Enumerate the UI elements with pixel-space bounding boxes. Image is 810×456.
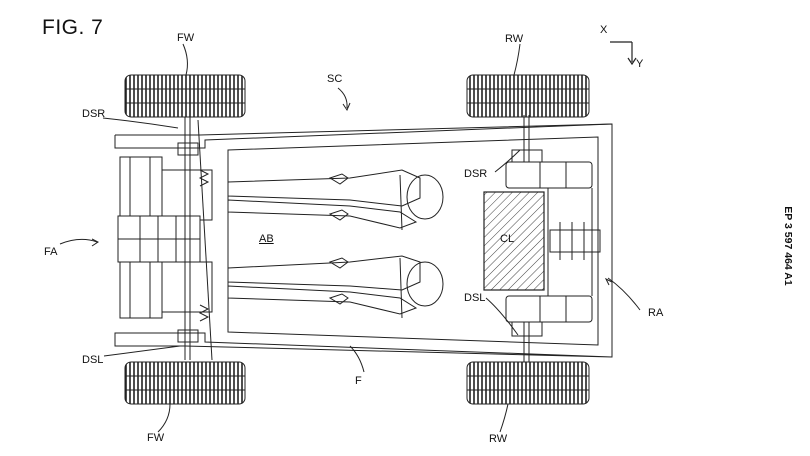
label-fa: FA (44, 246, 58, 258)
label-f: F (355, 375, 362, 387)
label-cl: CL (500, 233, 515, 245)
label-dsl-front: DSL (82, 354, 104, 366)
label-dsr-rear: DSR (464, 168, 488, 180)
cl-component (483, 191, 545, 291)
y-axis-label: Y (636, 58, 644, 70)
label-fw-bottom: FW (147, 432, 165, 444)
figure-title: FIG. 7 (42, 16, 104, 39)
label-dsl-rear: DSL (464, 292, 486, 304)
leader-lines (59, 43, 641, 433)
x-axis-label: X (600, 24, 608, 36)
axis-indicator (610, 41, 637, 66)
occupant-upper (227, 169, 444, 231)
rear-wheel-top (466, 74, 590, 118)
label-rw-top: RW (505, 33, 524, 45)
label-sc: SC (327, 73, 343, 85)
front-wheel-top (124, 74, 246, 118)
front-axle-assembly (117, 110, 213, 361)
label-dsr-front: DSR (82, 108, 106, 120)
rear-wheel-bottom (466, 361, 590, 405)
occupant-lower (227, 255, 444, 319)
label-fw-top: FW (177, 32, 195, 44)
publication-number: EP 3 597 464 A1 (782, 206, 794, 286)
label-ra: RA (648, 307, 664, 319)
label-rw-bottom: RW (489, 433, 508, 445)
rear-axle-assembly (505, 115, 601, 362)
front-wheel-bottom (124, 361, 246, 405)
label-ab: AB (259, 233, 274, 245)
